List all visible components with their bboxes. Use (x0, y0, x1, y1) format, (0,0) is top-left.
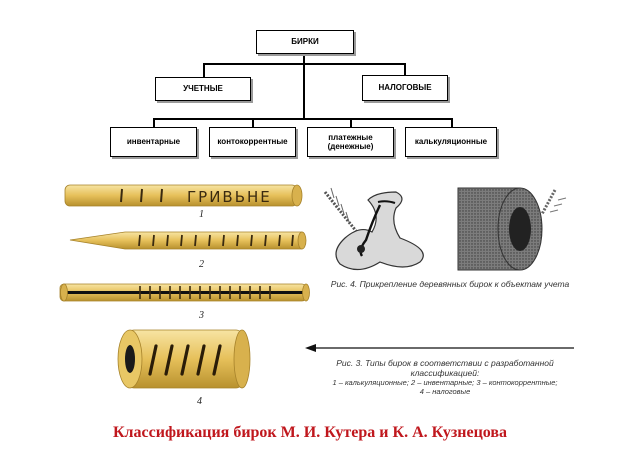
stick-4 (117, 329, 251, 389)
node-kontokorrentnye: контокоррентные (209, 127, 296, 157)
fig3-item-2: 4 – налоговые (419, 387, 471, 397)
node-nalogovye: НАЛОГОВЫЕ (362, 75, 448, 101)
fig3-caption: Рис. 3. Типы бирок в соответствии с разр… (336, 358, 554, 379)
node-inventarnye: инвентарные (110, 127, 197, 157)
node-uchetnye: УЧЕТНЫЕ (155, 77, 251, 101)
arrow (305, 344, 574, 352)
connector-level2-bar (153, 118, 452, 120)
stick-3 (59, 283, 310, 302)
roll-illustration (457, 187, 567, 271)
connector-platezhnye-up (350, 118, 352, 127)
fig4-caption: Рис. 4. Прикрепление деревянных бирок к … (330, 279, 570, 289)
connector-nalogovye-up (404, 63, 406, 75)
connector-kontokorrentnye-up (252, 118, 254, 127)
node-kalkulyatsionnye: калькуляционные (405, 127, 497, 157)
fig3-item-1: 1 – калькуляционные; 2 – инвентарные; 3 … (332, 378, 558, 388)
connector-inventarnye-up (153, 118, 155, 127)
connector-root-down (303, 54, 305, 64)
stick-2 (69, 231, 307, 250)
fig3-caption-block: Рис. 3. Типы бирок в соответствии с разр… (316, 358, 574, 396)
node-platezhnye: платежные (денежные) (307, 127, 394, 157)
stick-number-2: 2 (199, 259, 204, 270)
stick-1 (64, 184, 303, 207)
node-birki: БИРКИ (256, 30, 354, 54)
slide-title: Классификация бирок М. И. Кутера и К. А.… (112, 424, 508, 441)
stick-number-1: 1 (199, 209, 204, 220)
connector-level1-down (303, 63, 305, 119)
connector-uchetnye-up (203, 63, 205, 77)
stick-number-3: 3 (199, 310, 204, 321)
stick-1-inscription: ГРИВЬНЕ (187, 188, 272, 206)
stick-number-4: 4 (197, 396, 202, 407)
sack-illustration (323, 187, 424, 271)
connector-kalkulyatsionnye-up (451, 118, 453, 127)
